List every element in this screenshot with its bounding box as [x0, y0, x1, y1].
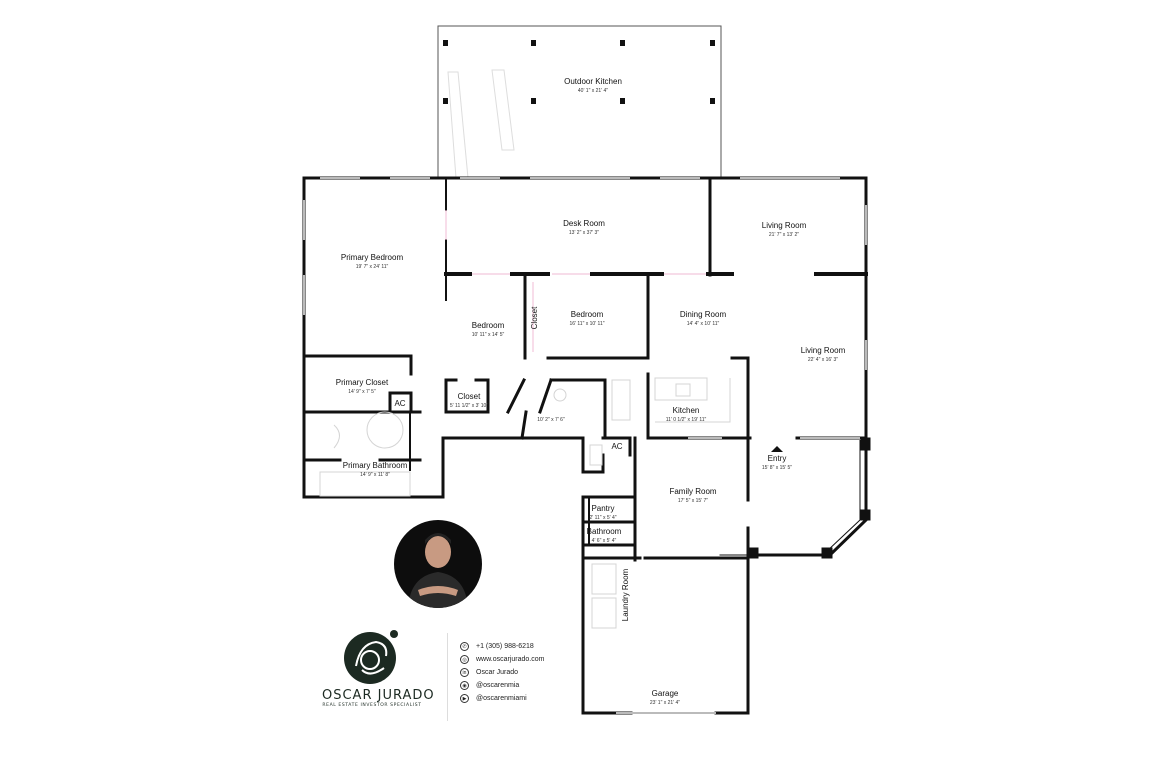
room-label-pantry: Pantry 2' 11" x 5' 4"	[589, 504, 616, 521]
walls	[302, 176, 868, 715]
room-label-bedroom-2: Bedroom 16' 11" x 10' 11"	[569, 310, 604, 327]
globe-icon: ◎	[460, 655, 469, 664]
room-name: AC	[394, 399, 405, 408]
contact-list: ✆ +1 (305) 988-6218 ◎ www.oscarjurado.co…	[460, 640, 544, 705]
room-name: Closet	[530, 306, 539, 329]
room-name: Family Room	[669, 487, 716, 496]
room-name: Closet	[458, 392, 481, 401]
room-name: Kitchen	[673, 406, 700, 415]
contact-youtube[interactable]: ▶ @oscarenmiami	[460, 692, 544, 705]
room-dimensions: 2' 11" x 5' 4"	[589, 515, 616, 521]
room-name: Living Room	[801, 346, 846, 355]
room-dimensions: 10' 2" x 7' 6"	[537, 417, 565, 423]
room-label-bathroom: Bathroom 4' 6" x 5' 4"	[587, 527, 622, 544]
contact-text: www.oscarjurado.com	[476, 656, 545, 663]
room-dimensions: 5' 11 1/2" x 3' 10"	[450, 403, 488, 409]
room-label-closet-small: Closet 5' 11 1/2" x 3' 10"	[450, 392, 488, 409]
room-label-primary-bedroom: Primary Bedroom 19' 7" x 24' 11"	[341, 253, 404, 270]
room-label-primary-bathroom: Primary Bathroom 14' 9" x 11' 8"	[343, 461, 408, 478]
contact-text: +1 (305) 988-6218	[476, 643, 534, 650]
brand-tagline: REAL ESTATE INVESTOR SPECIALIST	[322, 703, 422, 708]
room-label-outdoor-kitchen: Outdoor Kitchen 40' 1" x 21' 4"	[564, 77, 622, 94]
contact-text: @oscarenmia	[476, 682, 520, 689]
room-dimensions: 21' 7" x 13' 2"	[769, 232, 799, 238]
room-label-dining-room: Dining Room 14' 4" x 10' 11"	[680, 310, 727, 327]
contact-text: @oscarenmiami	[476, 695, 527, 702]
outdoor-kitchen-area	[437, 25, 722, 179]
room-label-kitchen: Kitchen 11' 0 1/2" x 19' 11"	[666, 406, 707, 423]
linkedin-icon: in	[460, 668, 469, 677]
room-name: Bedroom	[571, 310, 604, 319]
room-dimensions: 10' 11" x 14' 5"	[472, 332, 505, 338]
room-dimensions: 23' 1" x 21' 4"	[650, 700, 680, 706]
room-dimensions: 22' 4" x 16' 3"	[808, 357, 838, 363]
room-dimensions: 11' 0 1/2" x 19' 11"	[666, 417, 707, 423]
room-label-garage: Garage 23' 1" x 21' 4"	[650, 689, 680, 706]
room-label-living-room-2: Living Room 22' 4" x 16' 3"	[801, 346, 846, 363]
room-name: Primary Closet	[336, 378, 389, 387]
contact-instagram[interactable]: ◉ @oscarenmia	[460, 679, 544, 692]
room-name: AC	[611, 442, 622, 451]
contact-phone[interactable]: ✆ +1 (305) 988-6218	[460, 640, 544, 653]
instagram-icon: ◉	[460, 681, 469, 690]
room-label-hall: 10' 2" x 7' 6"	[537, 417, 565, 423]
windows	[303, 177, 867, 714]
divider	[447, 633, 448, 721]
room-dimensions: 19' 7" x 24' 11"	[356, 264, 389, 270]
room-name: Garage	[652, 689, 679, 698]
bay-window	[747, 437, 871, 559]
room-dimensions: 16' 11" x 10' 11"	[569, 321, 604, 327]
room-dimensions: 40' 1" x 21' 4"	[578, 88, 608, 94]
room-name: Outdoor Kitchen	[564, 77, 622, 86]
brand-name: OSCAR JURADO	[322, 688, 435, 703]
room-label-entry: Entry 15' 8" x 15' 5"	[762, 454, 792, 471]
room-dimensions: 4' 6" x 5' 4"	[592, 538, 617, 544]
room-name: Entry	[768, 454, 787, 463]
room-labels: Outdoor Kitchen 40' 1" x 21' 4" Desk Room 1…	[336, 77, 846, 706]
room-dimensions: 14' 9" x 11' 8"	[360, 472, 390, 478]
room-name: Dining Room	[680, 310, 727, 319]
room-label-closet-vertical: Closet	[530, 306, 539, 329]
room-label-family-room: Family Room 17' 5" x 15' 7"	[669, 487, 716, 504]
contact-website[interactable]: ◎ www.oscarjurado.com	[460, 653, 544, 666]
room-label-laundry-room: Laundry Room	[621, 568, 630, 621]
contact-text: Oscar Jurado	[476, 669, 519, 676]
room-dimensions: 14' 9" x 7' 5"	[348, 389, 376, 395]
room-name: Living Room	[762, 221, 807, 230]
brand-logo-icon	[344, 630, 398, 684]
youtube-icon: ▶	[460, 694, 469, 703]
room-name: Bathroom	[587, 527, 622, 536]
fixtures	[319, 377, 731, 629]
room-name: Primary Bedroom	[341, 253, 404, 262]
room-name: Laundry Room	[621, 568, 630, 621]
agent-photo	[394, 520, 482, 608]
room-dimensions: 13' 2" x 37' 3"	[569, 230, 599, 236]
room-label-ac-1: AC	[394, 399, 405, 408]
room-name: Desk Room	[563, 219, 605, 228]
room-label-bedroom-1: Bedroom 10' 11" x 14' 5"	[472, 321, 505, 338]
room-dimensions: 15' 8" x 15' 5"	[762, 465, 792, 471]
room-label-living-room-1: Living Room 21' 7" x 13' 2"	[762, 221, 807, 238]
room-dimensions: 17' 5" x 15' 7"	[678, 498, 708, 504]
person-silhouette-icon	[408, 533, 468, 608]
room-label-primary-closet: Primary Closet 14' 9" x 7' 5"	[336, 378, 389, 395]
room-label-desk-room: Desk Room 13' 2" x 37' 3"	[563, 219, 605, 236]
room-name: Pantry	[591, 504, 614, 513]
phone-icon: ✆	[460, 642, 469, 651]
room-dimensions: 14' 4" x 10' 11"	[687, 321, 720, 327]
brand-block: OSCAR JURADO REAL ESTATE INVESTOR SPECIA…	[322, 626, 435, 708]
contact-linkedin[interactable]: in Oscar Jurado	[460, 666, 544, 679]
entry-arrow	[771, 446, 783, 452]
room-label-ac-2: AC	[611, 442, 622, 451]
room-name: Bedroom	[472, 321, 505, 330]
room-name: Primary Bathroom	[343, 461, 408, 470]
